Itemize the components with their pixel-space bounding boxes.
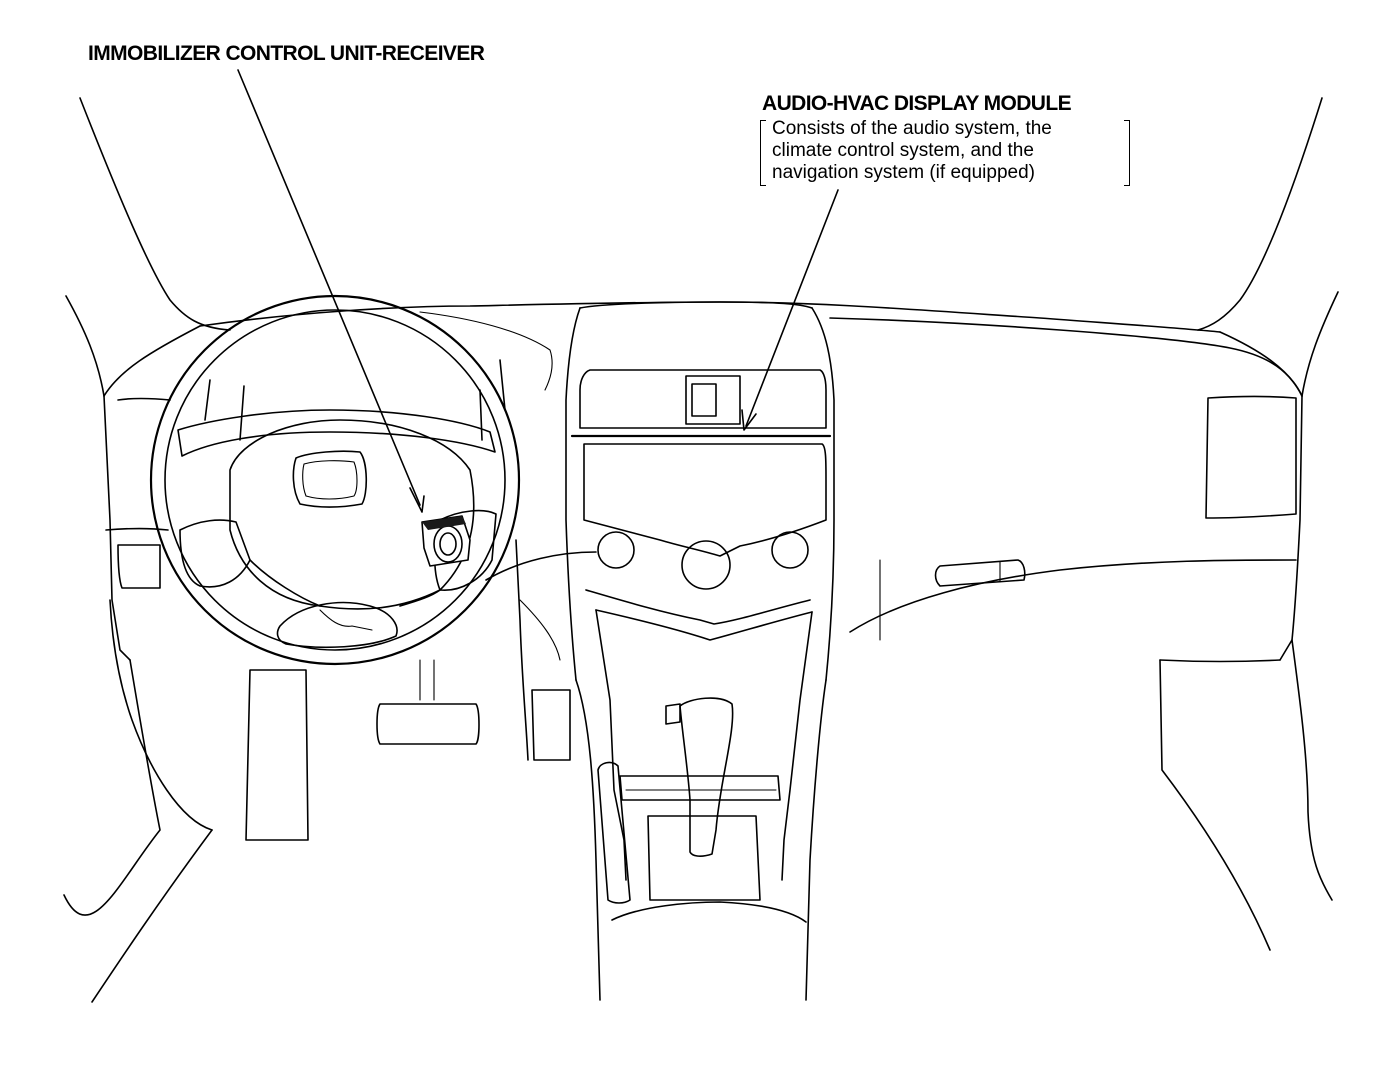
immobilizer-callout-title: IMMOBILIZER CONTROL UNIT-RECEIVER [88,42,485,65]
center-stack [565,301,835,881]
leader-lines [237,69,839,513]
dashboard-top [103,301,1303,397]
note-line: climate control system, and the [772,140,1034,161]
note-bracket-right [1124,120,1130,186]
audio-hvac-leader-arrow [741,409,757,431]
left-dash-panel [63,395,213,1003]
audio-hvac-callout-title: AUDIO-HVAC DISPLAY MODULE [762,92,1072,115]
note-line: Consists of the audio system, the [772,118,1052,139]
ignition-switch [421,515,471,567]
steering-wheel [149,294,521,666]
lower-dash-and-pedals [245,539,597,841]
center-console [575,679,827,1001]
right-dash-panel [849,395,1333,951]
immobilizer-leader-arrow [409,487,425,513]
audio-hvac-note: Consists of the audio system, the climat… [760,118,1130,186]
audio-hvac-leader-line [745,189,839,427]
note-bracket-left [760,120,766,186]
note-text-block: Consists of the audio system, the climat… [772,118,1052,184]
windshield-frame [65,97,1339,397]
immobilizer-leader-line [237,69,421,506]
note-line: navigation system (if equipped) [772,162,1035,183]
